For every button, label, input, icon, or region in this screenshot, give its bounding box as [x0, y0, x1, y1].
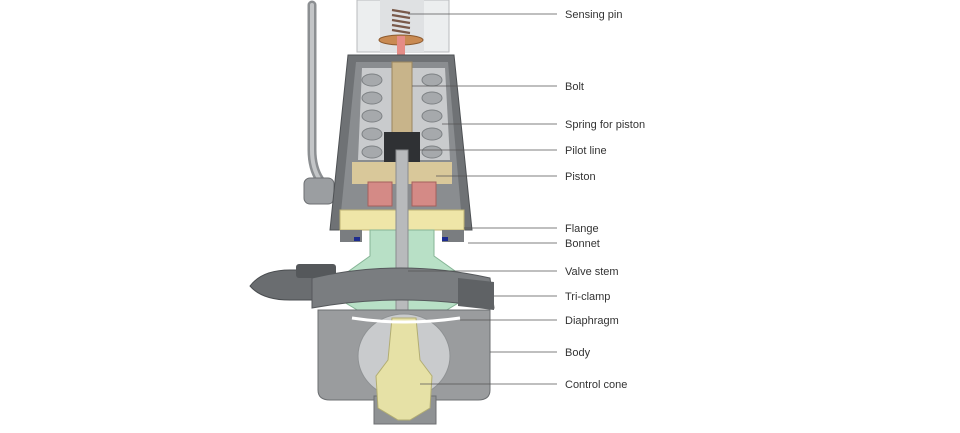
label-tri-clamp: Tri-clamp [565, 291, 610, 303]
label-body: Body [565, 347, 591, 359]
label-bonnet: Bonnet [565, 238, 600, 250]
label-spring-for-piston: Spring for piston [565, 119, 645, 131]
label-sensing-pin: Sensing pin [565, 9, 623, 21]
label-bolt: Bolt [565, 81, 584, 93]
label-valve-stem: Valve stem [565, 266, 619, 278]
diaphragm-part [351, 316, 461, 324]
control-cone-part [375, 317, 433, 421]
callout-labels: Sensing pin Bolt Spring for piston Pilot… [565, 9, 645, 391]
label-piston: Piston [565, 171, 596, 183]
pilot-line-tube [303, 0, 337, 205]
bolt-part [384, 61, 420, 162]
label-control-cone: Control cone [565, 379, 627, 391]
sensing-pin-assembly [356, 0, 450, 56]
leader-lines [408, 13, 557, 385]
label-pilot-line: Pilot line [565, 145, 607, 157]
valve-illustration [249, 0, 495, 425]
label-diaphragm: Diaphragm [565, 315, 619, 327]
tri-clamp-part [249, 264, 495, 310]
label-flange: Flange [565, 223, 599, 235]
